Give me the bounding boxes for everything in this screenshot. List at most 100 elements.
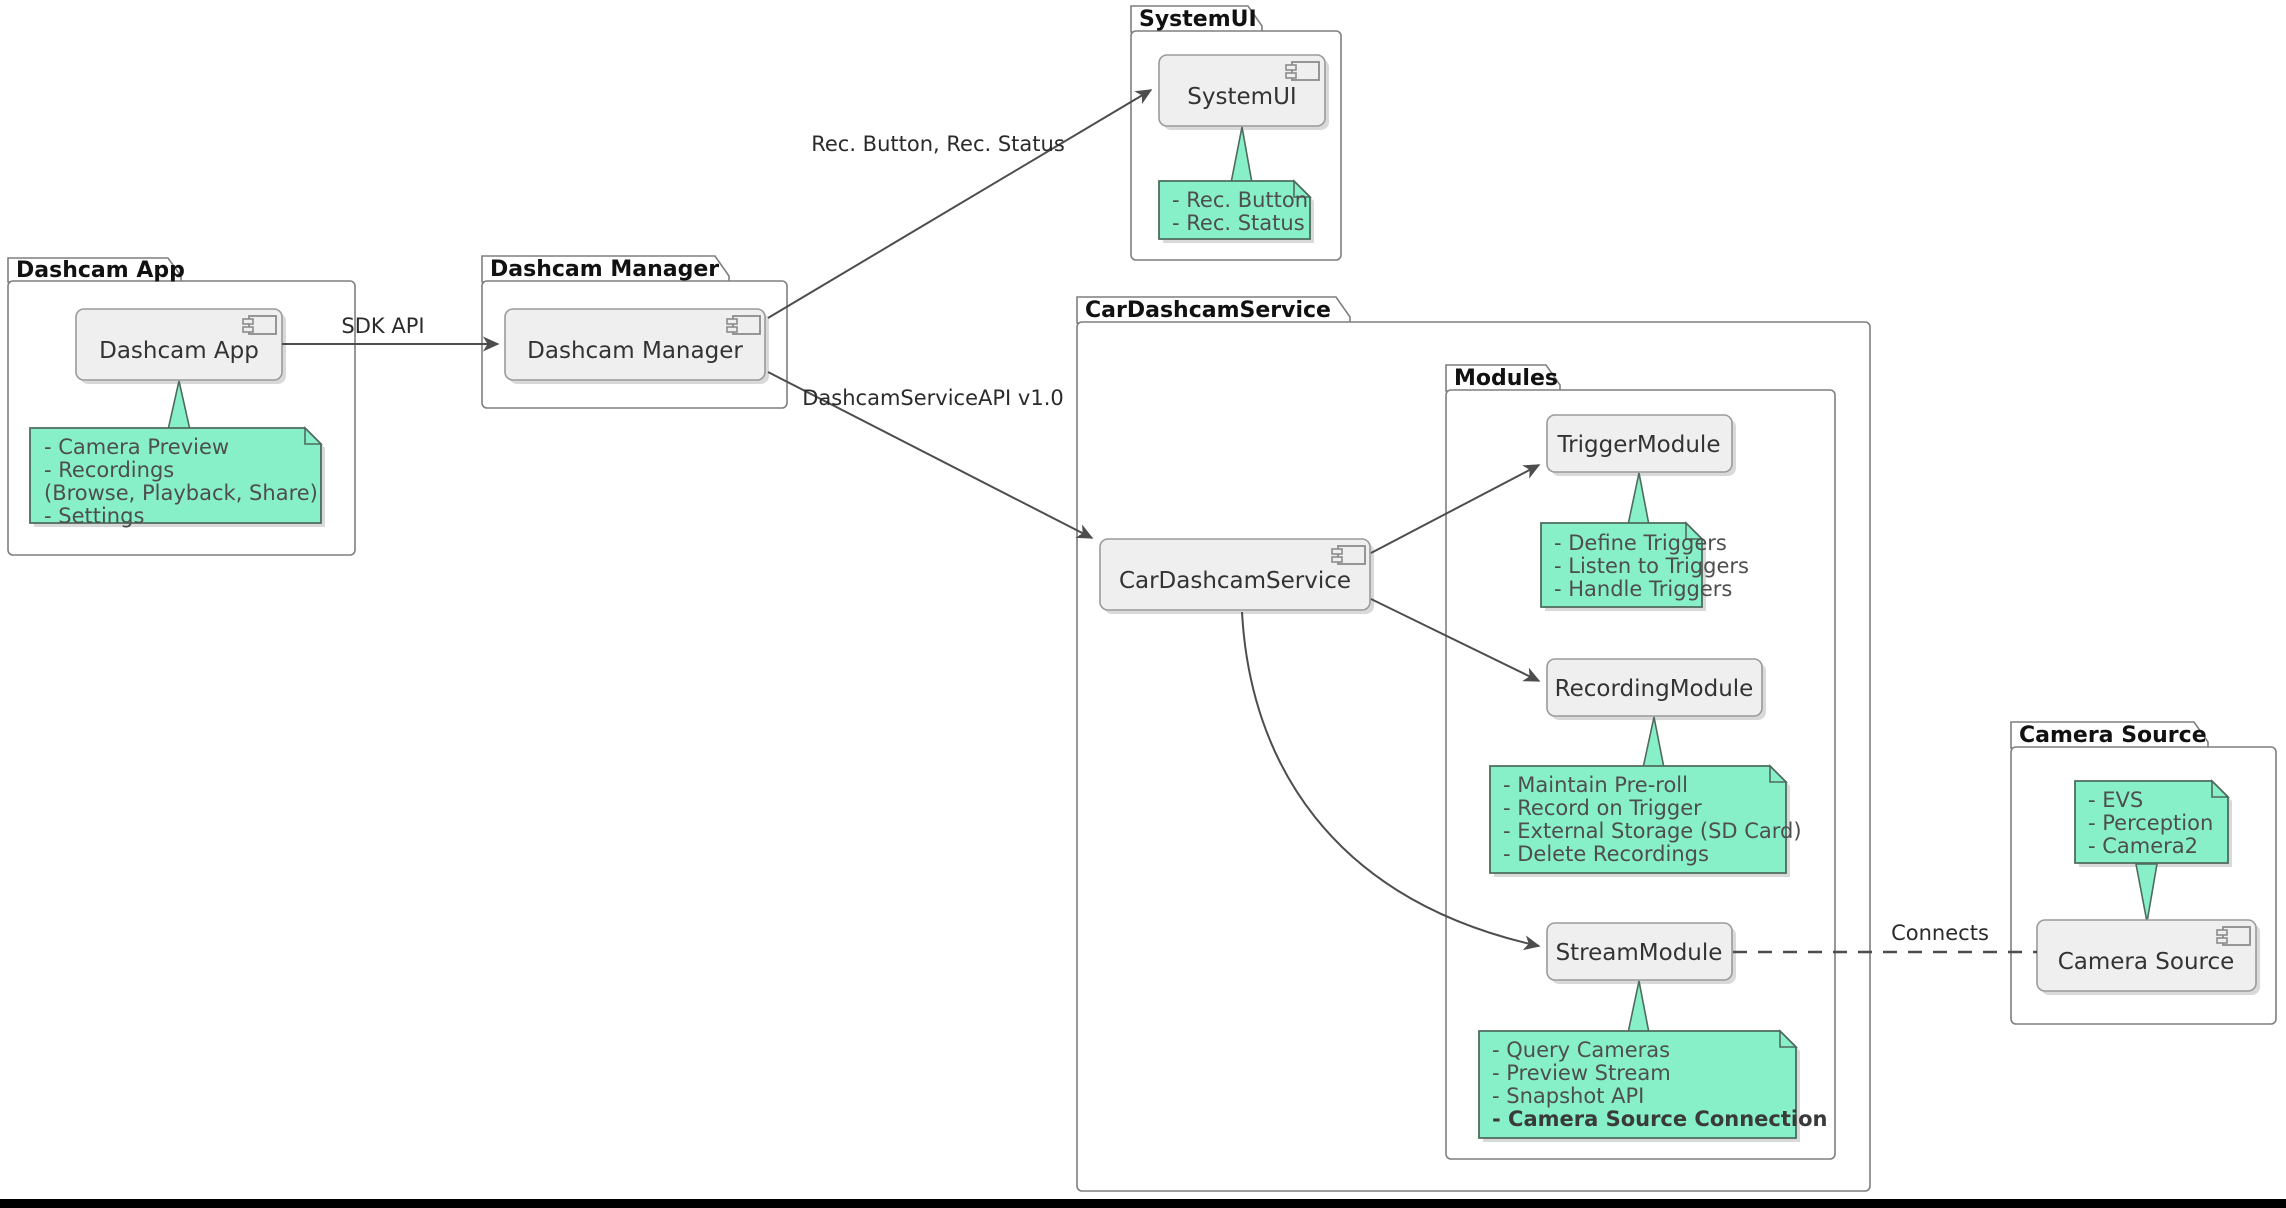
edge-service-trigger[interactable] — [1370, 464, 1541, 554]
note-line: (Browse, Playback, Share) — [44, 481, 318, 505]
package-tab-modules — [1445, 364, 1561, 392]
edge-rec-button-status[interactable]: Rec. Button, Rec. Status — [767, 89, 1153, 319]
component-box-camera-source — [2036, 919, 2257, 992]
note-body-camera-source — [2074, 780, 2229, 864]
package-tab-systemui — [1130, 5, 1263, 33]
note-line: - External Storage (SD Card) — [1503, 819, 1802, 843]
note-line: - Record on Trigger — [1503, 796, 1702, 820]
note-line: - Camera Preview — [44, 435, 229, 459]
note-systemui[interactable]: - Rec. Button - Rec. Status — [1158, 179, 1314, 243]
package-camera-source[interactable]: Camera Source - EVS - Perception - Camer… — [2010, 721, 2277, 1025]
note-line: - Delete Recordings — [1503, 842, 1709, 866]
component-icon — [1331, 545, 1366, 565]
note-line: - Perception — [2088, 811, 2213, 835]
note-body-trigger-module — [1540, 522, 1703, 608]
note-recording-module[interactable]: - Maintain Pre-roll - Record on Trigger … — [1489, 764, 1802, 877]
component-box-cardashcamservice — [1099, 538, 1371, 611]
edge-line — [1370, 464, 1541, 554]
package-title-dashcam-app: Dashcam App — [16, 258, 185, 283]
component-icon — [1285, 61, 1320, 81]
package-title-cardashcamservice: CarDashcamService — [1085, 298, 1331, 323]
note-fold-trigger-module — [1685, 521, 1704, 540]
note-line: - Camera Source Connection — [1492, 1107, 1827, 1131]
note-line: - Snapshot API — [1492, 1084, 1644, 1108]
note-line: - Define Triggers — [1554, 531, 1727, 555]
edge-label-sdk-api: SDK API — [341, 314, 424, 338]
note-line: - Handle Triggers — [1554, 577, 1732, 601]
package-title-dashcam-manager: Dashcam Manager — [490, 257, 719, 282]
package-dashcam-app[interactable]: Dashcam App Dashcam App - Camera Pre — [7, 257, 356, 556]
component-dashcam-manager[interactable]: Dashcam Manager — [504, 308, 769, 384]
component-box-dashcam-manager — [504, 308, 766, 381]
note-fold-dashcam-app — [304, 426, 323, 445]
package-dashcam-manager[interactable]: Dashcam Manager Dashcam Manager — [481, 255, 788, 409]
module-label-stream-module: StreamModule — [1556, 940, 1723, 966]
package-tab-dashcam-manager — [481, 255, 730, 283]
package-cardashcamservice[interactable]: CarDashcamService CarDashcamService Modu… — [1076, 296, 1871, 1192]
note-line: - Preview Stream — [1492, 1061, 1671, 1085]
package-tab-camera-source — [2010, 721, 2209, 749]
component-label-camera-source: Camera Source — [2058, 949, 2235, 975]
note-fold-recording-module — [1769, 764, 1788, 783]
edge-dashcam-service-api[interactable]: DashcamServiceAPI v1.0 — [767, 371, 1094, 539]
component-camera-source[interactable]: Camera Source — [2036, 919, 2260, 995]
note-camera-source[interactable]: - EVS - Perception - Camera2 — [2074, 779, 2232, 867]
edge-label-connects: Connects — [1891, 921, 1989, 945]
note-line: - Recordings — [44, 458, 174, 482]
module-box-trigger-module — [1546, 414, 1733, 473]
note-dashcam-app[interactable]: - Camera Preview - Recordings (Browse, P… — [29, 426, 325, 528]
note-line: - Settings — [44, 504, 144, 528]
note-body-dashcam-app — [29, 427, 322, 524]
edge-line — [767, 89, 1153, 319]
module-label-recording-module: RecordingModule — [1555, 676, 1754, 702]
package-modules[interactable]: Modules TriggerModule - Define Triggers … — [1445, 364, 1836, 1160]
note-connector-camera-source — [2135, 863, 2158, 923]
note-stream-module[interactable]: - Query Cameras - Preview Stream - Snaps… — [1478, 1029, 1827, 1142]
component-icon — [2216, 926, 2251, 946]
component-label-systemui: SystemUI — [1187, 84, 1296, 110]
component-dashcam-app[interactable]: Dashcam App — [75, 308, 286, 384]
edge-line — [1370, 598, 1541, 682]
note-body-stream-module — [1478, 1030, 1797, 1139]
package-tab-cardashcamservice — [1076, 296, 1351, 324]
edge-service-stream[interactable] — [1241, 611, 1541, 951]
note-line: - Maintain Pre-roll — [1503, 773, 1688, 797]
edge-label-rec-button-status: Rec. Button, Rec. Status — [811, 132, 1065, 156]
component-cardashcamservice[interactable]: CarDashcamService — [1099, 538, 1374, 614]
module-box-recording-module — [1546, 658, 1763, 717]
edge-connects[interactable]: Connects — [1733, 921, 2037, 954]
component-icon — [726, 315, 761, 335]
note-body-recording-module — [1489, 765, 1787, 874]
edge-label-dashcam-service-api: DashcamServiceAPI v1.0 — [802, 386, 1064, 410]
note-trigger-module[interactable]: - Define Triggers - Listen to Triggers -… — [1540, 521, 1749, 611]
module-label-trigger-module: TriggerModule — [1557, 432, 1721, 458]
package-title-systemui: SystemUI — [1139, 7, 1257, 32]
note-line: - Query Cameras — [1492, 1038, 1670, 1062]
component-label-dashcam-manager: Dashcam Manager — [527, 338, 743, 364]
edge-sdk-api[interactable]: SDK API — [282, 314, 500, 352]
component-icon — [242, 315, 277, 335]
module-stream-module[interactable]: StreamModule — [1546, 922, 1736, 984]
note-line: - Rec. Button — [1172, 188, 1308, 212]
note-line: - EVS — [2088, 788, 2143, 812]
note-fold-systemui — [1293, 179, 1312, 198]
note-line: - Listen to Triggers — [1554, 554, 1749, 578]
note-line: - Rec. Status — [1172, 211, 1305, 235]
package-title-camera-source: Camera Source — [2019, 723, 2207, 748]
component-label-cardashcamservice: CarDashcamService — [1119, 568, 1351, 594]
note-line: - Camera2 — [2088, 834, 2198, 858]
component-systemui[interactable]: SystemUI — [1158, 54, 1329, 130]
component-box-systemui — [1158, 54, 1326, 127]
edge-service-recording[interactable] — [1370, 598, 1541, 682]
component-label-dashcam-app: Dashcam App — [99, 338, 259, 364]
edge-line — [1241, 611, 1541, 951]
package-title-modules: Modules — [1454, 366, 1558, 391]
module-trigger-module[interactable]: TriggerModule — [1546, 414, 1736, 476]
package-tab-dashcam-app — [7, 257, 182, 283]
note-fold-stream-module — [1779, 1029, 1798, 1048]
bottom-edge-bar — [0, 1199, 2286, 1208]
package-systemui[interactable]: SystemUI SystemUI - Rec. Button - Rec. S… — [1130, 5, 1342, 261]
module-recording-module[interactable]: RecordingModule — [1546, 658, 1766, 720]
